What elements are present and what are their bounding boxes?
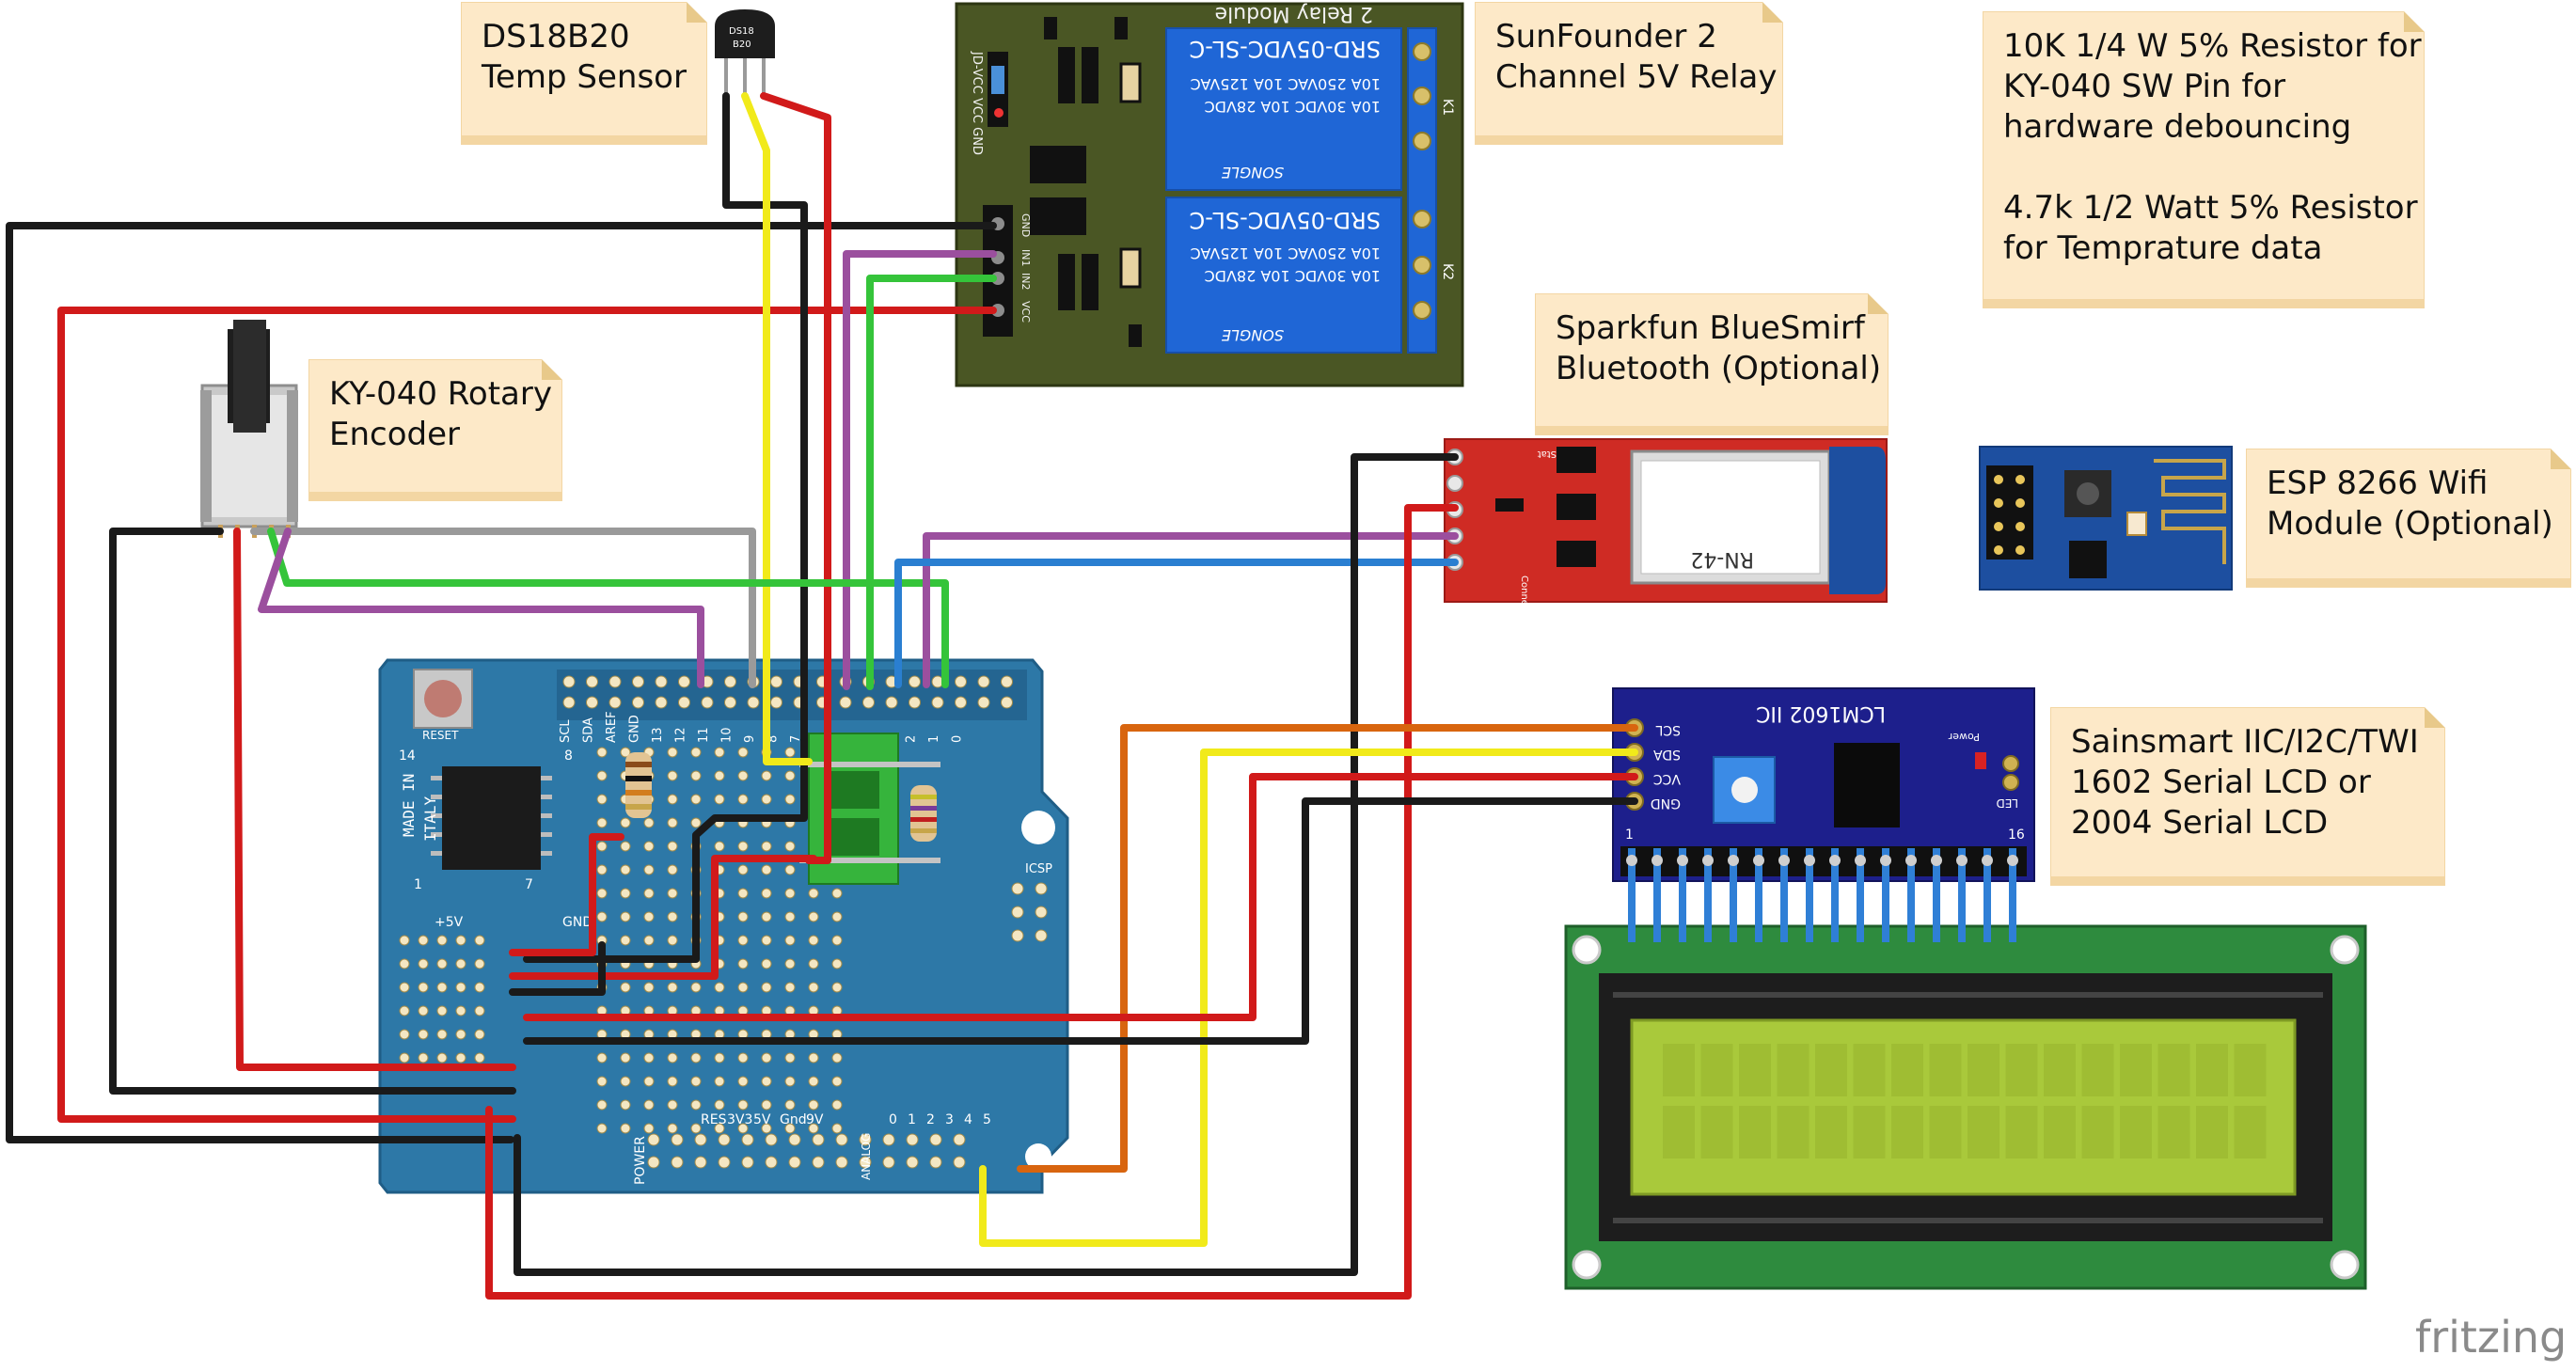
- bluesmirf-module: RN-42 Stat Connect: [1444, 438, 1888, 614]
- power-pin-label: Gnd: [780, 1112, 807, 1127]
- backpack-header-pins: [1626, 848, 2018, 942]
- relay-pin-gnd: GND: [1019, 213, 1032, 237]
- power-pin-label: 5V: [753, 1112, 771, 1127]
- note-ds18b20-text: DS18B20 Temp Sensor: [482, 18, 687, 96]
- ky040-encoder: [200, 320, 298, 538]
- note-esp8266: ESP 8266 Wifi Module (Optional): [2246, 449, 2571, 588]
- relay-k2: [1165, 197, 1402, 354]
- bt-connect-label: Connect: [1519, 575, 1529, 614]
- made-in-label-1: MADE IN: [400, 774, 418, 837]
- resistor-10k: [625, 752, 652, 818]
- note-lcd: Sainsmart IIC/I2C/TWI 1602 Serial LCD or…: [2050, 707, 2445, 886]
- digital-pin-label: 2: [905, 735, 919, 743]
- digital-pin-label: 1: [927, 735, 941, 743]
- power-label: POWER: [633, 1136, 648, 1185]
- note-esp8266-text: ESP 8266 Wifi Module (Optional): [2267, 465, 2553, 543]
- relay-k1-rating-1: 10A 250VAC 10A 125VAC: [1191, 75, 1381, 93]
- relay-pin-in1: IN1: [1019, 249, 1032, 266]
- backpack-pin16-label: 16: [2008, 827, 2025, 843]
- led-label: LED: [1996, 796, 2018, 810]
- digital-pin-label: SCL: [559, 719, 573, 743]
- note-resistors: 10K 1/4 W 5% Resistor for KY-040 SW Pin …: [1983, 11, 2425, 308]
- digital-pin-label: SDA: [582, 717, 596, 743]
- relay-k1: [1165, 27, 1402, 191]
- pin-num-7: 7: [525, 877, 533, 892]
- relay-k2-brand: SONGLE: [1221, 326, 1284, 344]
- lcd-i2c-backpack: LCM1602 IIC Power LED SCL SDA VCC GND 1 …: [1612, 687, 2035, 942]
- backpack-pin-scl: SCL: [1655, 722, 1681, 737]
- note-ds18b20: DS18B20 Temp Sensor: [461, 2, 707, 145]
- analog-pin-label: 3: [945, 1112, 954, 1127]
- relay-k1-model: SRD-05VDC-SL-C: [1189, 36, 1381, 62]
- relay-pin-in2: IN2: [1019, 273, 1032, 290]
- power-led-label: Power: [1948, 731, 1980, 743]
- made-in-label-2: ITALY: [421, 796, 439, 842]
- note-ky040: KY-040 Rotary Encoder: [308, 359, 562, 501]
- note-relay: SunFounder 2 Channel 5V Relay: [1475, 2, 1783, 145]
- digital-pin-label: 7: [789, 735, 803, 743]
- relay-module: 2 Relay Module SRD-05VDC-SL-C 10A 250VAC…: [955, 2, 1464, 387]
- plus5v-label: +5V: [435, 915, 464, 930]
- relay-k2-rating-2: 10A 30VDC 10A 28VDC: [1205, 267, 1381, 285]
- esp8266-module: [1979, 446, 2233, 591]
- relay-k1-rating-2: 10A 30VDC 10A 28VDC: [1205, 98, 1381, 116]
- relay-k1-brand: SONGLE: [1221, 164, 1284, 181]
- relay-k2-model: SRD-05VDC-SL-C: [1189, 207, 1381, 233]
- digital-pin-label: AREF: [605, 711, 619, 743]
- relay-ch1-label: K1: [1440, 99, 1455, 116]
- pin-num-14: 14: [399, 749, 416, 764]
- sensor-marking-2: B20: [733, 39, 751, 50]
- power-pin-label: 9V: [806, 1112, 824, 1127]
- backpack-pin1-label: 1: [1625, 827, 1634, 843]
- note-bluesmirf: Sparkfun BlueSmirf Bluetooth (Optional): [1535, 293, 1889, 435]
- digital-pin-label: 8: [766, 735, 781, 743]
- relay-k2-rating-1: 10A 250VAC 10A 125VAC: [1191, 244, 1381, 262]
- note-bluesmirf-text: Sparkfun BlueSmirf Bluetooth (Optional): [1556, 309, 1882, 387]
- note-ky040-text: KY-040 Rotary Encoder: [329, 375, 552, 453]
- bt-model: RN-42: [1690, 547, 1754, 571]
- power-pin-label: 3V3: [727, 1112, 752, 1127]
- pin-num-1: 1: [414, 877, 422, 892]
- analog-pin-label: 4: [964, 1112, 972, 1127]
- sensor-marking-1: DS18: [729, 26, 754, 37]
- resistor-4k7: [910, 785, 937, 842]
- pin-num-8: 8: [564, 749, 573, 764]
- fritzing-watermark: fritzing: [2415, 1312, 2568, 1363]
- note-relay-text: SunFounder 2 Channel 5V Relay: [1495, 18, 1778, 96]
- ds18b20-sensor: DS18 B20: [715, 9, 775, 96]
- power-pin-label: RES: [701, 1112, 727, 1127]
- analog-pin-label: 2: [926, 1112, 935, 1127]
- digital-pin-label: 10: [720, 727, 735, 743]
- relay-pin-vcc: VCC: [1019, 301, 1032, 323]
- digital-pin-label: 12: [674, 727, 688, 743]
- icsp-label: ICSP: [1025, 862, 1052, 876]
- lcd-character-grid: [1663, 1044, 2267, 1158]
- analog-pin-label: 0: [889, 1112, 897, 1127]
- relay-terminals: [1407, 27, 1437, 354]
- proto-shield-label: Proto Shield: [1067, 963, 1085, 1053]
- digital-pin-label: GND: [628, 715, 642, 743]
- backpack-pin-gnd: GND: [1651, 796, 1681, 811]
- lcd-module: [1564, 924, 2367, 1290]
- backpack-pin-vcc: VCC: [1653, 771, 1681, 786]
- analog-label: ANALOG: [860, 1133, 873, 1180]
- digital-pin-label: 13: [651, 727, 665, 743]
- digital-pin-label: 0: [951, 735, 965, 743]
- relay-module-title: 2 Relay Module: [1215, 2, 1373, 25]
- digital-pin-label: 9: [743, 735, 757, 743]
- note-resistors-text: 10K 1/4 W 5% Resistor for KY-040 SW Pin …: [2003, 27, 2422, 267]
- note-lcd-text: Sainsmart IIC/I2C/TWI 1602 Serial LCD or…: [2071, 723, 2419, 842]
- relay-jumper-labels: JD-VCC VCC GND: [970, 51, 984, 155]
- backpack-title: LCM1602 IIC: [1756, 701, 1886, 725]
- backpack-pin-sda: SDA: [1653, 747, 1681, 762]
- relay-ch2-label: K2: [1440, 263, 1455, 280]
- analog-pin-label: 5: [983, 1112, 991, 1127]
- bt-stat-label: Stat: [1538, 449, 1557, 459]
- reset-label: RESET: [422, 729, 459, 742]
- gnd-label: GND: [562, 915, 593, 930]
- digital-pin-label: 11: [697, 727, 711, 743]
- analog-pin-label: 1: [908, 1112, 916, 1127]
